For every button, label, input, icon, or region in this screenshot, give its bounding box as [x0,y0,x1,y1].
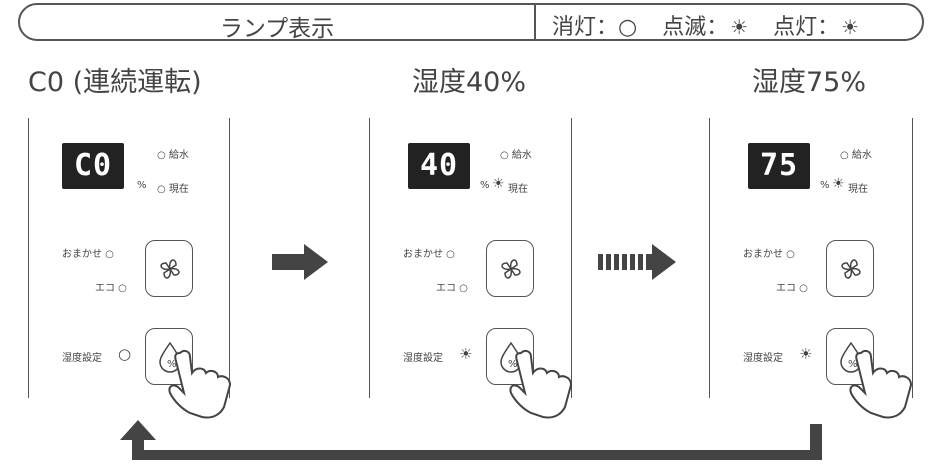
panel3-right-edge [912,118,913,398]
svg-text:%: % [167,359,177,370]
panel1-omakase-lamp: おまかせ ○ [62,249,114,260]
panel1-current-lamp: ○ 現在 [157,184,189,195]
panel2-display: 40 [408,143,470,189]
panel2-eco-lamp: エコ ○ [436,283,468,294]
panel3-water-lamp: ○ 給水 [840,150,872,161]
blink-sun-icon: ☀ [730,15,749,39]
step-title-40: 湿度40% [412,67,527,98]
panel2-humidity-sun-icon: ☀ [459,345,473,363]
panel3-display: 75 [748,143,810,189]
panel3-current-label: 現在 [848,184,868,195]
panel3-humidity-set-label: 湿度設定 [743,353,783,364]
panel3-current-sun-icon: ☀ [832,176,845,192]
panel1-right-edge [229,118,230,398]
legend-blink: 点滅： [662,15,729,40]
legend-items: 消灯：○ 点滅：☀ 点灯：☀ [552,9,861,41]
panel2-left-edge [369,118,370,398]
panel3-left-edge [709,118,710,398]
legend-off: 消灯：○ [552,15,638,40]
step-arrow-1 [272,244,328,280]
legend-on: 点灯： [773,15,840,40]
fan-icon [160,259,180,279]
panel1-pointing-hand-icon [168,349,232,419]
lamp-legend: ランプ表示 消灯：○ 点滅：☀ 点灯：☀ [18,3,924,42]
return-loop-arrow [120,420,822,460]
legend-title: ランプ表示 [219,16,335,42]
panel3-eco-lamp: エコ ○ [776,283,808,294]
panel3-humidity-sun-icon: ☀ [799,345,813,363]
panel2-current-label: 現在 [508,184,528,195]
svg-text:%: % [508,359,518,370]
legend-divider [534,5,536,39]
panel1-left-edge [28,118,29,398]
panel2-pointing-hand-icon [509,349,573,419]
panel2-water-lamp: ○ 給水 [500,150,532,161]
step-arrow-2 [598,244,676,280]
panel2-current-sun-icon: ☀ [492,176,505,192]
panel1-humidity-sun-icon: ○ [118,345,132,363]
panel1-humidity-set-label: 湿度設定 [62,353,102,364]
panel2-percent: % [480,180,490,191]
panel1-display: C0 [62,143,124,189]
step-title-75: 湿度75% [752,67,867,98]
panel1-eco-lamp: エコ ○ [95,283,127,294]
fan-icon [841,259,861,279]
panel1-fan-button[interactable] [145,240,193,297]
panel3-percent: % [820,180,830,191]
on-sun-icon: ☀ [841,15,860,39]
panel3-omakase-lamp: おまかせ ○ [743,249,795,260]
step-title-c0: C0 (連続運転) [28,67,202,98]
fan-icon [501,259,521,279]
panel3-fan-button[interactable] [826,240,874,297]
panel3-pointing-hand-icon [849,349,913,419]
panel1-water-lamp: ○ 給水 [157,150,189,161]
panel2-fan-button[interactable] [486,240,534,297]
panel2-right-edge [571,118,572,398]
svg-text:%: % [848,359,858,370]
panel2-omakase-lamp: おまかせ ○ [403,249,455,260]
panel2-humidity-set-label: 湿度設定 [403,353,443,364]
panel1-percent: % [137,180,147,191]
